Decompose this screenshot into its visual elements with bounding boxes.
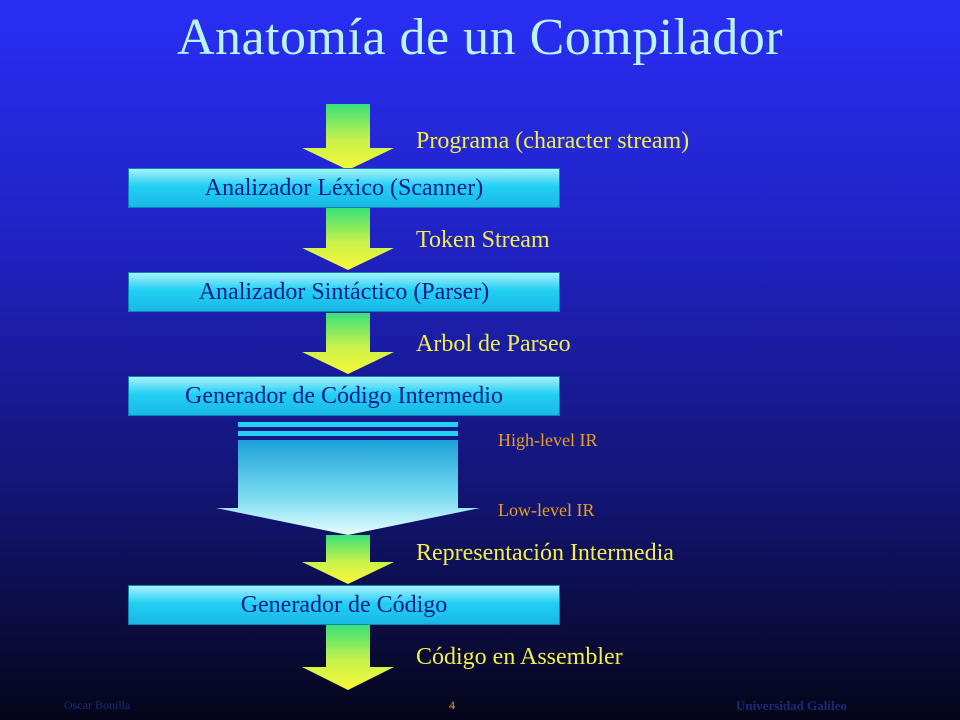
ir-lowering-arrow xyxy=(216,440,480,535)
stage-code-generator: Generador de Código xyxy=(128,585,560,625)
footer-author: Oscar Bonilla xyxy=(64,698,131,712)
arrow-program-to-scanner xyxy=(302,104,394,170)
stage-scanner: Analizador Léxico (Scanner) xyxy=(128,168,560,208)
footer-institution: Universidad Galileo xyxy=(736,698,847,713)
arrow-parser-to-intermediate xyxy=(302,313,394,374)
stage-parser: Analizador Sintáctico (Parser) xyxy=(128,272,560,312)
flow-label-program: Programa (character stream) xyxy=(416,128,690,154)
ir-label-high: High-level IR xyxy=(498,430,598,450)
ir-bar-1 xyxy=(238,422,458,427)
flow-label-assembler-code: Código en Assembler xyxy=(416,644,623,670)
arrow-ir-to-codegen xyxy=(302,535,394,584)
slide-title: Anatomía de un Compilador xyxy=(176,9,784,66)
ir-bar-2 xyxy=(238,431,458,436)
footer-page-number: 4 xyxy=(449,698,455,712)
flow-label-intermediate-representation: Representación Intermedia xyxy=(416,540,674,566)
arrow-codegen-output xyxy=(302,625,394,690)
flow-label-token-stream: Token Stream xyxy=(416,227,550,253)
stage-intermediate-generator: Generador de Código Intermedio xyxy=(128,376,560,416)
flow-label-parse-tree: Arbol de Parseo xyxy=(416,331,571,357)
arrow-scanner-to-parser xyxy=(302,208,394,270)
ir-label-low: Low-level IR xyxy=(498,500,595,520)
